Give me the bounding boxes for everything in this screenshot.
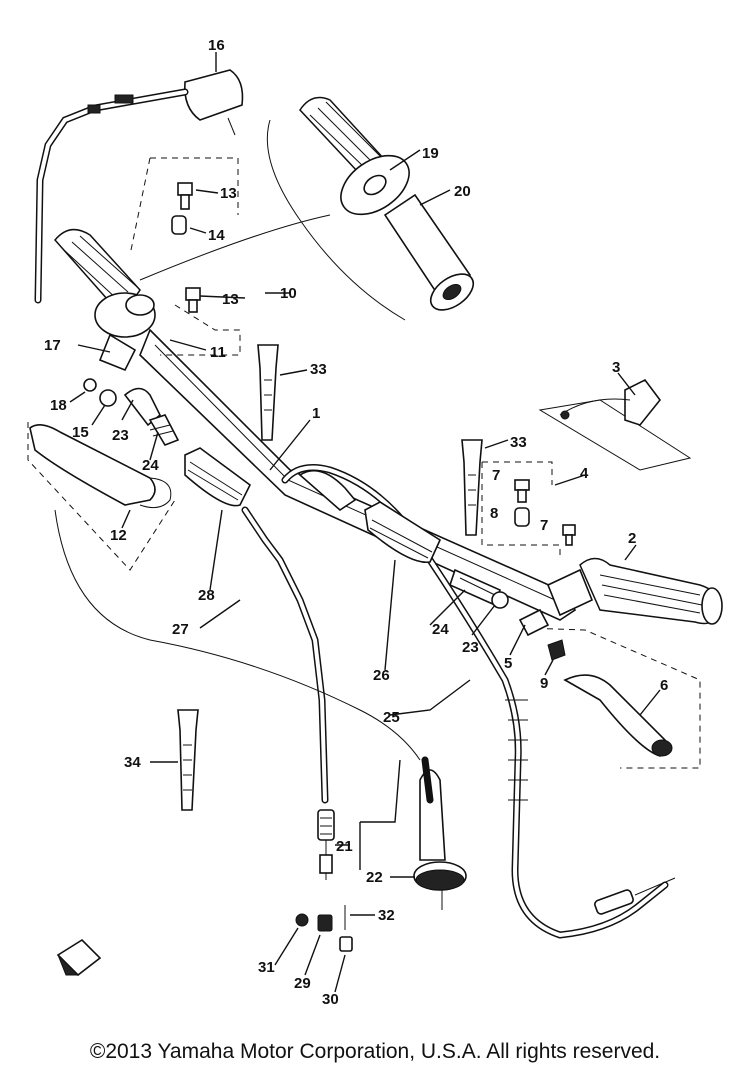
- callout-13: 13: [220, 185, 237, 202]
- callout-33: 33: [310, 361, 327, 378]
- callout-32: 32: [378, 907, 395, 924]
- callout-21: 21: [336, 838, 353, 855]
- callout-6: 6: [660, 677, 668, 694]
- callout-4: 4: [580, 465, 589, 482]
- left-cable-cover: [54, 447, 421, 804]
- callout-29: 29: [294, 975, 311, 992]
- callout-11: 11: [210, 344, 226, 361]
- callout-33b: 33: [510, 434, 527, 451]
- callout-15: 15: [72, 424, 89, 441]
- callout-1: 1: [312, 405, 320, 422]
- callout-2: 2: [628, 530, 636, 547]
- callout-13b: 13: [222, 291, 239, 308]
- callout-34: 34: [124, 754, 141, 771]
- left-lever-assembly: [27, 333, 180, 571]
- callout-numbers: 16 13 14 19 20 13 10 11 17 33 18 15 23 2…: [44, 37, 668, 1008]
- callout-8: 8: [490, 505, 498, 522]
- callout-24b: 24: [432, 621, 449, 638]
- callout-27: 27: [172, 621, 189, 638]
- callout-24: 24: [142, 457, 159, 474]
- callout-7b: 7: [540, 517, 548, 534]
- callout-18: 18: [50, 397, 67, 414]
- callout-7: 7: [492, 467, 500, 484]
- callout-19: 19: [422, 145, 439, 162]
- clutch-cable: [281, 464, 676, 939]
- callout-3: 3: [612, 359, 620, 376]
- callout-17: 17: [44, 337, 61, 354]
- callout-10: 10: [280, 285, 297, 302]
- callout-5: 5: [504, 655, 512, 672]
- callout-16: 16: [208, 37, 225, 54]
- callout-22: 22: [366, 869, 383, 886]
- callout-23: 23: [112, 427, 129, 444]
- callout-25: 25: [383, 709, 400, 726]
- callout-31: 31: [258, 959, 275, 976]
- clutch-cable-cover: [298, 469, 442, 563]
- callout-30: 30: [322, 991, 339, 1008]
- callout-9: 9: [540, 675, 548, 692]
- cable-straps: [177, 344, 483, 811]
- callout-12: 12: [110, 527, 127, 544]
- throttle-grip: [54, 228, 156, 338]
- right-grip-assembly: [449, 461, 723, 625]
- callout-14: 14: [208, 227, 225, 244]
- callout-26: 26: [373, 667, 390, 684]
- callout-23b: 23: [462, 639, 479, 656]
- throttle-housing: [34, 69, 244, 304]
- callout-20: 20: [454, 183, 471, 200]
- front-direction-icon: [56, 938, 102, 977]
- copyright-notice: ©2013 Yamaha Motor Corporation, U.S.A. A…: [89, 1040, 661, 1063]
- left-small-parts: [129, 157, 241, 356]
- right-lever-assembly: [518, 608, 701, 769]
- kill-switch: [538, 378, 692, 471]
- spare-grip-assembly: [139, 96, 475, 321]
- callout-28: 28: [198, 587, 215, 604]
- cable-end-fittings: [295, 756, 467, 952]
- leader-lines: [69, 52, 661, 993]
- exploded-parts-diagram: 16 13 14 19 20 13 10 11 17 33 18 15 23 2…: [27, 37, 723, 1008]
